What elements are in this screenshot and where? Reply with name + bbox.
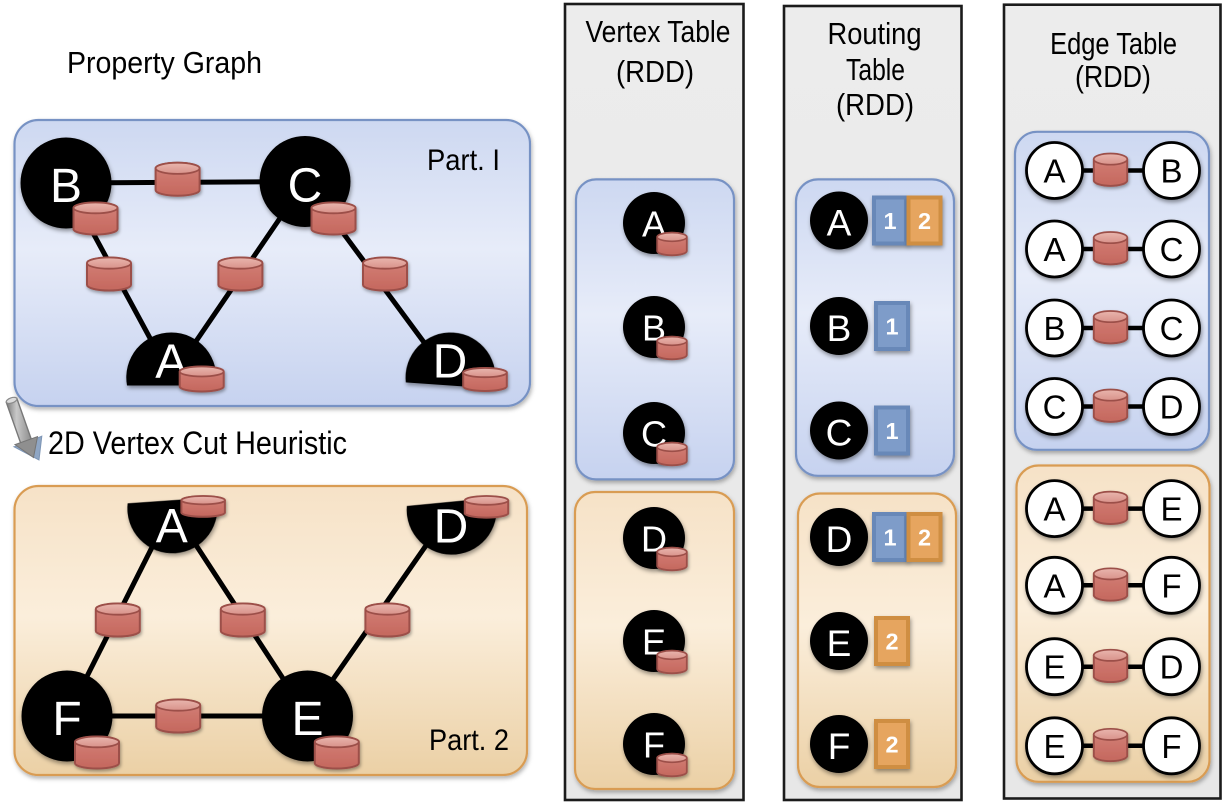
- svg-text:F: F: [52, 693, 81, 746]
- svg-text:F: F: [828, 726, 851, 767]
- svg-text:2: 2: [885, 732, 898, 758]
- svg-text:Part. 2: Part. 2: [429, 724, 509, 757]
- svg-text:(RDD): (RDD): [836, 87, 914, 122]
- svg-text:E: E: [1043, 728, 1065, 765]
- svg-text:F: F: [1161, 728, 1181, 765]
- svg-text:Routing: Routing: [828, 16, 922, 51]
- svg-text:2: 2: [918, 525, 931, 551]
- svg-text:C: C: [826, 413, 853, 454]
- svg-text:A: A: [1043, 491, 1065, 528]
- svg-text:D: D: [433, 336, 468, 389]
- svg-text:E: E: [1160, 491, 1182, 528]
- svg-text:C: C: [1043, 389, 1067, 426]
- svg-text:C: C: [1160, 231, 1184, 268]
- svg-text:1: 1: [883, 525, 896, 551]
- svg-text:D: D: [1160, 649, 1184, 686]
- svg-text:A: A: [1043, 231, 1065, 268]
- svg-text:D: D: [1160, 389, 1184, 426]
- svg-text:Vertex Table: Vertex Table: [586, 14, 731, 49]
- svg-text:Table: Table: [846, 52, 905, 87]
- svg-text:B: B: [827, 308, 852, 349]
- svg-text:2: 2: [885, 629, 898, 655]
- svg-text:B: B: [1043, 310, 1065, 347]
- svg-text:D: D: [434, 501, 469, 554]
- svg-text:Part. I: Part. I: [427, 144, 500, 177]
- svg-text:1: 1: [885, 314, 898, 340]
- svg-text:(RDD): (RDD): [616, 54, 694, 89]
- svg-text:1: 1: [885, 418, 898, 444]
- svg-text:E: E: [291, 693, 323, 746]
- svg-text:A: A: [827, 203, 852, 244]
- svg-text:E: E: [1043, 649, 1065, 686]
- svg-text:C: C: [1160, 310, 1184, 347]
- svg-text:1: 1: [883, 208, 896, 234]
- svg-text:D: D: [826, 519, 853, 560]
- svg-text:Property Graph: Property Graph: [67, 45, 262, 80]
- svg-text:A: A: [1043, 153, 1065, 190]
- svg-text:(RDD): (RDD): [1075, 59, 1151, 94]
- svg-text:A: A: [1043, 567, 1065, 604]
- svg-text:E: E: [827, 623, 852, 664]
- svg-text:B: B: [1160, 153, 1182, 190]
- svg-text:Edge Table: Edge Table: [1050, 26, 1177, 61]
- svg-text:F: F: [1161, 567, 1181, 604]
- svg-text:2D Vertex Cut Heuristic: 2D Vertex Cut Heuristic: [48, 425, 347, 461]
- svg-text:2: 2: [918, 208, 931, 234]
